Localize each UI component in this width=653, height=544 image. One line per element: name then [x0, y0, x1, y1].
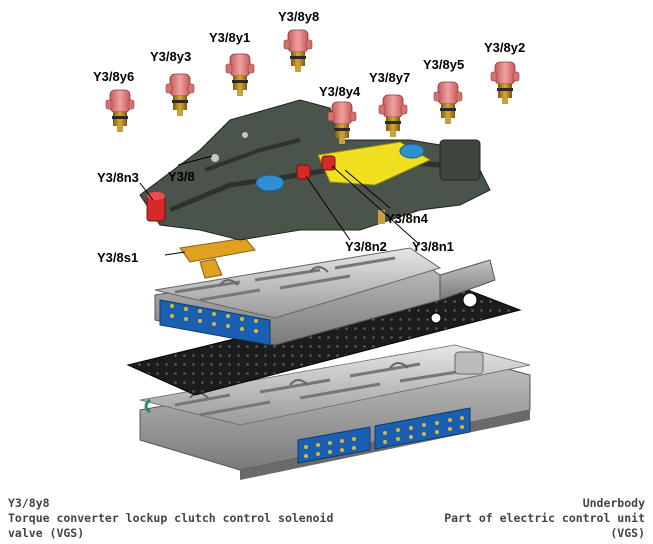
- label-y3-8n2: Y3/8n2: [345, 239, 387, 254]
- label-y3-8y3: Y3/8y3: [150, 49, 192, 64]
- y3-8n2-sensor: [296, 164, 311, 180]
- label-y3-8y2: Y3/8y2: [484, 40, 526, 55]
- solenoid-y3-8y7: [378, 94, 408, 138]
- middle-connector-strip: [159, 299, 271, 346]
- label-y3-8y8: Y3/8y8: [278, 9, 320, 24]
- caption-right: Underbody Part of electric control unit …: [444, 496, 645, 541]
- solenoid-y3-8y1: [225, 53, 255, 97]
- y3-8n1-sensor: [321, 155, 336, 171]
- label-y3-8y1: Y3/8y1: [209, 30, 251, 45]
- caption-location-detail-cont: (VGS): [610, 526, 645, 540]
- blue-sensor-left: [255, 174, 285, 192]
- caption-description-cont: valve (VGS): [8, 526, 85, 540]
- leader-lines: [139, 155, 421, 256]
- label-y3-8n3: Y3/8n3: [97, 170, 139, 185]
- y3-8s1-sensor-strip: [179, 237, 256, 279]
- label-y3-8n1: Y3/8n1: [412, 239, 454, 254]
- label-y3-8y5: Y3/8y5: [423, 57, 465, 72]
- solenoid-y3-8y5: [433, 81, 463, 125]
- label-y3-8y7: Y3/8y7: [369, 70, 411, 85]
- middle-valve-body: [154, 247, 496, 346]
- label-y3-8n4: Y3/8n4: [386, 211, 428, 226]
- electronic-control-housing: [139, 99, 491, 241]
- caption-description: Torque converter lockup clutch control s…: [8, 511, 334, 525]
- caption-component-id: Y3/8y8: [8, 496, 50, 510]
- solenoid-y3-8y6: [105, 89, 135, 133]
- solenoid-y3-8y8: [283, 29, 313, 73]
- valve-body-exploded-diagram: [105, 29, 531, 480]
- solenoid-y3-8y3: [165, 73, 195, 117]
- label-y3-8y6: Y3/8y6: [93, 69, 135, 84]
- lower-connector-strip: [297, 407, 471, 464]
- caption-location-detail: Part of electric control unit: [444, 511, 645, 525]
- label-y3-8y4: Y3/8y4: [319, 84, 361, 99]
- blue-sensor-right: [399, 143, 425, 159]
- label-y3-8: Y3/8: [168, 169, 195, 184]
- label-y3-8s1: Y3/8s1: [97, 250, 139, 265]
- caption-location: Underbody: [582, 496, 645, 510]
- caption: Y3/8y8 Torque converter lockup clutch co…: [0, 490, 653, 544]
- lower-valve-body: [139, 344, 531, 480]
- solenoid-y3-8y2: [490, 61, 520, 105]
- caption-left: Y3/8y8 Torque converter lockup clutch co…: [8, 496, 333, 541]
